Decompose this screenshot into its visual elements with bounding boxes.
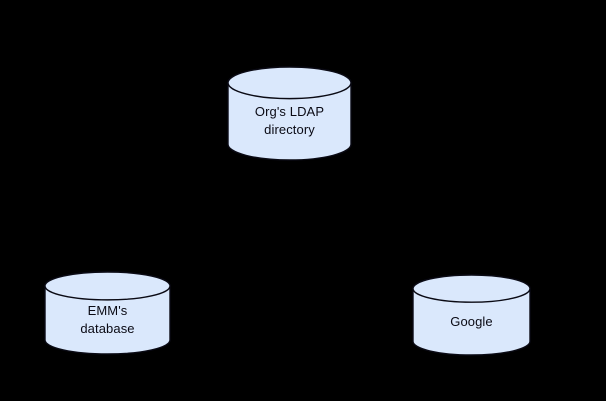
node-emm-database[interactable]: EMM's database — [44, 271, 171, 355]
database-cylinder-icon — [44, 271, 171, 355]
node-ldap-directory[interactable]: Org's LDAP directory — [227, 66, 352, 161]
database-cylinder-icon — [412, 274, 531, 356]
node-google[interactable]: Google — [412, 274, 531, 356]
database-cylinder-icon — [227, 66, 352, 161]
